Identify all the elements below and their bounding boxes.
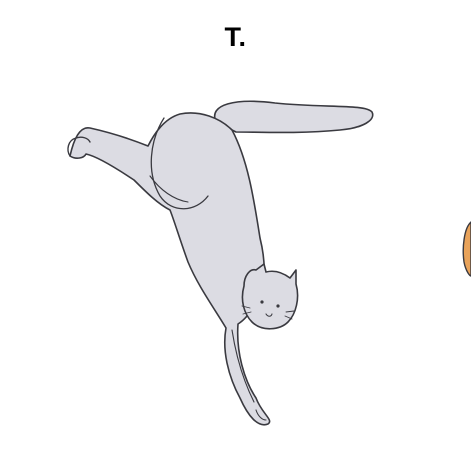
- cat-eye-left: [260, 300, 264, 304]
- cat-mouth: [265, 313, 273, 317]
- cat-hind-foot: [67, 136, 91, 157]
- page-title: T.: [224, 22, 247, 52]
- cat-eye-right: [276, 304, 280, 308]
- cat-body: [69, 112, 271, 426]
- cat-whiskers: [241, 305, 295, 320]
- cat-front-paw: [255, 409, 267, 421]
- cat-head: [241, 263, 299, 330]
- orange-cat-partial-icon: [462, 221, 471, 277]
- cat-back-line: [149, 175, 189, 203]
- cat-haunch-line: [150, 117, 209, 210]
- cat-front-leg-line: [231, 329, 255, 403]
- cat-tail: [213, 100, 374, 134]
- cat-icon: [67, 100, 374, 426]
